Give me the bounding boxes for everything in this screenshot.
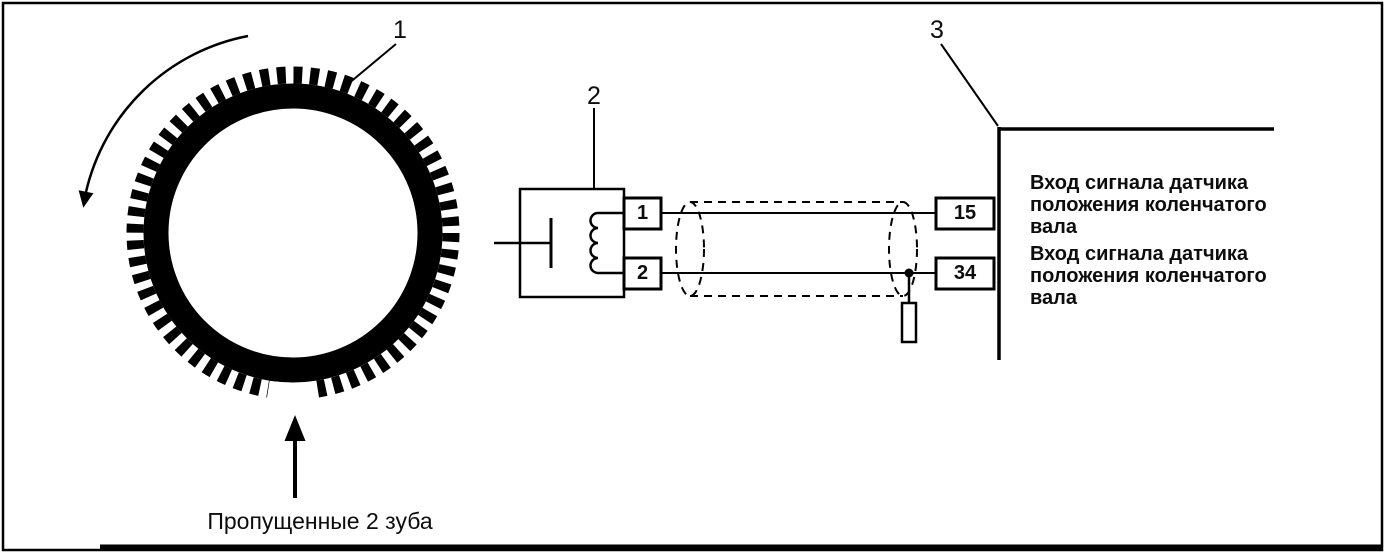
sensor-symbol [494,187,663,299]
callout-ecu-number: 3 [930,16,944,44]
rotation-arrow-curve [84,34,249,193]
pin34-signal-label: Вход сигнала датчика положения коленчато… [1030,243,1267,309]
missing-teeth-gap [266,379,320,401]
sensor-pin-1-number: 1 [636,202,649,224]
ecu-pin-15-box [934,196,996,231]
tone-wheel [126,66,460,401]
ecu-outline [997,127,1274,360]
rotation-arrow [78,34,249,208]
callout-wheel-line [347,43,397,85]
sensor-coil-icon [589,211,624,275]
shield-left-end [675,201,705,297]
pin15-signal-label: Вход сигнала датчика положения коленчато… [1030,172,1267,238]
missing-teeth-arrowhead-icon [284,415,306,441]
callout-wheel-number: 1 [393,16,407,44]
ecu-pin-34-number: 34 [953,262,977,284]
ecu-pin-34-box [934,256,996,291]
ground-terminal [900,301,918,344]
ecu-pin-15-number: 15 [953,202,977,224]
callout-sensor-number: 2 [587,82,601,110]
shielded-cable [675,201,918,297]
sensor-pin-2-number: 2 [636,262,649,284]
tone-wheel-band [143,83,443,383]
tone-wheel-teeth [126,66,460,400]
missing-teeth-label: Пропущенные 2 зуба [207,508,433,534]
missing-teeth-arrow [284,415,306,498]
shield-right-end [888,201,918,297]
sensor-pin-2-box [622,256,663,291]
rotation-arrowhead-icon [78,190,94,208]
shield-ground [900,268,918,344]
callout-ecu-line [940,43,999,127]
